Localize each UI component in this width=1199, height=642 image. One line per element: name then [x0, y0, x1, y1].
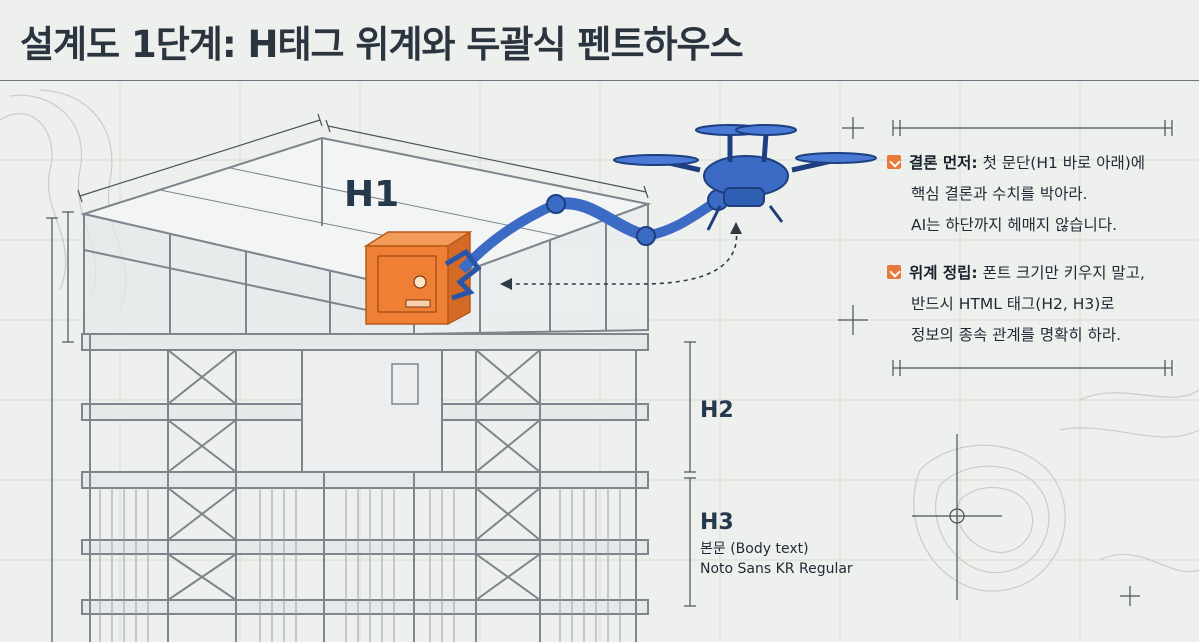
note-text: 정보의 종속 관계를 명확히 하라. [911, 326, 1122, 344]
contour-lines-right [913, 389, 1199, 592]
facade-ribs [99, 488, 621, 642]
note-text: 폰트 크기만 키우지 말고, [977, 264, 1145, 282]
dimension-lines [46, 113, 696, 642]
elevator-core [301, 349, 443, 473]
check-square-icon [887, 155, 901, 169]
h2-tag-label: H2 [700, 398, 734, 423]
body-text-note: 본문 (Body text) Noto Sans KR Regular [700, 539, 853, 579]
note-hierarchy: 위계 정립: 폰트 크기만 키우지 말고, 반드시 HTML 태그(H2, H3… [887, 258, 1145, 351]
floor-slab-4 [81, 539, 649, 555]
note-brackets [892, 120, 1173, 376]
note-text: AI는 하단까지 헤매지 않습니다. [911, 216, 1118, 234]
page-title: 설계도 1단계: H태그 위계와 두괄식 펜트하우스 [20, 23, 744, 66]
drone [613, 124, 877, 231]
note-heading: 결론 먼저: [909, 154, 978, 172]
h1-tag-label: H1 [344, 174, 400, 215]
building-structure [80, 136, 652, 642]
note-heading: 위계 정립: [909, 264, 978, 282]
check-square-icon [887, 265, 901, 279]
note-text: 첫 문단(H1 바로 아래)에 [977, 154, 1146, 172]
floor-slab-3 [81, 471, 649, 489]
crosshair-marks [838, 117, 1140, 606]
body-font-label: Noto Sans KR Regular [700, 561, 853, 577]
robotic-arm [444, 189, 729, 301]
safe-illustration [363, 230, 473, 326]
note-text: 핵심 결론과 수치를 박아라. [911, 185, 1088, 203]
title-underline [0, 80, 1199, 81]
note-conclusion-first: 결론 먼저: 첫 문단(H1 바로 아래)에 핵심 결론과 수치를 박아라. A… [887, 148, 1145, 241]
dotted-arrow [508, 227, 738, 285]
floor-slab-5 [81, 599, 649, 615]
h3-tag-label: H3 [700, 510, 734, 535]
note-text: 반드시 HTML 태그(H2, H3)로 [911, 295, 1115, 313]
body-text-label: 본문 (Body text) [700, 541, 809, 557]
floor-slab-1 [81, 333, 649, 351]
